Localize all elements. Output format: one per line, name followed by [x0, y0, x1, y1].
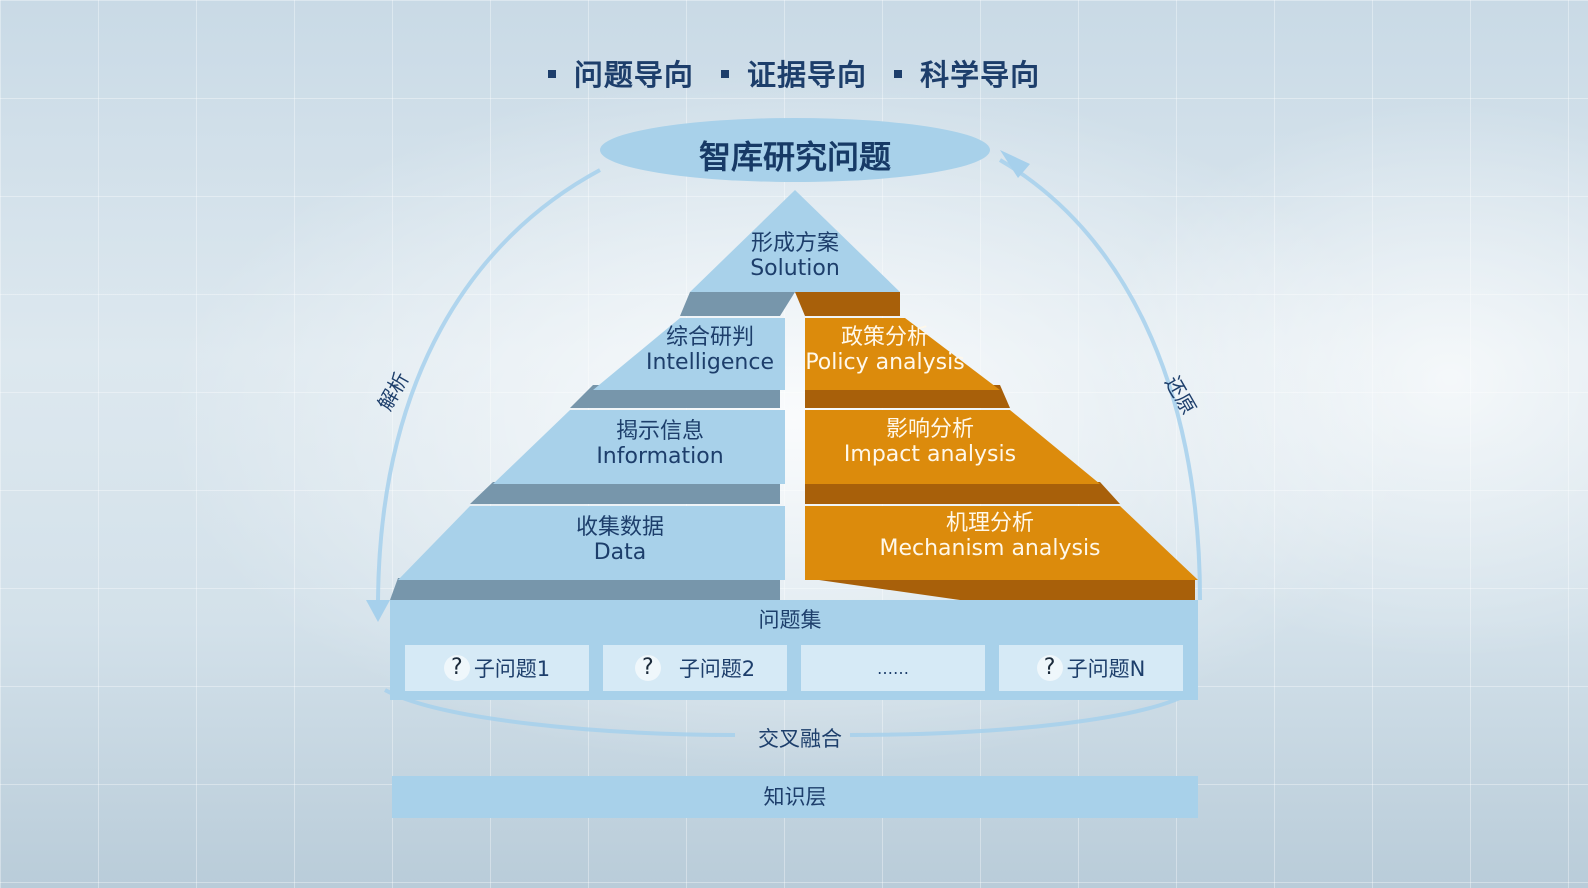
shadow-left-2	[570, 385, 780, 408]
shadow-right-4	[805, 578, 1195, 600]
tier-right-policy	[805, 318, 1000, 390]
tier-left-data	[398, 506, 785, 580]
tier-right-impact	[805, 410, 1100, 484]
shadow-left-1	[680, 292, 795, 316]
apex-triangle	[690, 190, 900, 292]
shadow-left-4	[390, 578, 780, 600]
fusion-label: 交叉融合	[758, 727, 842, 751]
headline-item-problem: 问题导向	[547, 52, 694, 94]
tier-label-mechanism: 机理分析 Mechanism analysis	[879, 511, 1101, 561]
cycle-arcs	[376, 158, 1202, 737]
tier-label-data: 收集数据 Data	[575, 515, 664, 565]
title-oval	[600, 118, 990, 182]
tier-label-information: 揭示信息 Information	[596, 419, 724, 469]
research-question-title: 智库研究问题	[698, 138, 891, 176]
shadow-right-3	[805, 482, 1120, 504]
question-set-title: 问题集	[758, 608, 822, 632]
shadow-left-3	[470, 482, 780, 504]
tier-label-intelligence: 综合研判 Intelligence	[645, 325, 774, 375]
question-mark-icon: ?	[1036, 655, 1063, 681]
tier-left-information	[493, 410, 785, 484]
knowledge-layer: 知识层	[392, 776, 1198, 818]
apex-label: 形成方案 Solution	[750, 231, 840, 281]
tier-label-impact: 影响分析 Impact analysis	[843, 417, 1017, 467]
arrow-head-icon	[366, 600, 390, 622]
arrow-head-icon	[1000, 150, 1030, 178]
shadow-right-1	[795, 292, 900, 316]
sub-question-ellipsis[interactable]: ……	[801, 645, 985, 691]
headline-item-science: 科学导向	[894, 52, 1040, 94]
left-arc	[376, 168, 601, 601]
sub-question-n[interactable]: ? 子问题N	[999, 645, 1183, 691]
tier-left-intelligence	[593, 318, 785, 390]
question-mark-icon: ?	[634, 655, 661, 681]
tier-right-mechanism	[805, 506, 1198, 580]
sub-question-1[interactable]: ? 子问题1	[405, 645, 589, 691]
bullet-icon	[720, 70, 729, 78]
bullet-icon	[894, 70, 903, 78]
bottom-right-arc	[849, 688, 1197, 737]
right-arc	[998, 158, 1202, 601]
bullet-icon	[547, 70, 556, 78]
bottom-left-arc	[384, 688, 736, 737]
headline-item-evidence: 证据导向	[720, 52, 867, 94]
headline: 问题导向 证据导向 科学导向	[0, 52, 1588, 94]
sub-question-2[interactable]: ? 子问题2	[603, 645, 787, 691]
tier-label-policy: 政策分析 Policy analysis	[805, 325, 965, 375]
shadow-right-2	[805, 385, 1010, 408]
question-mark-icon: ?	[443, 655, 470, 681]
